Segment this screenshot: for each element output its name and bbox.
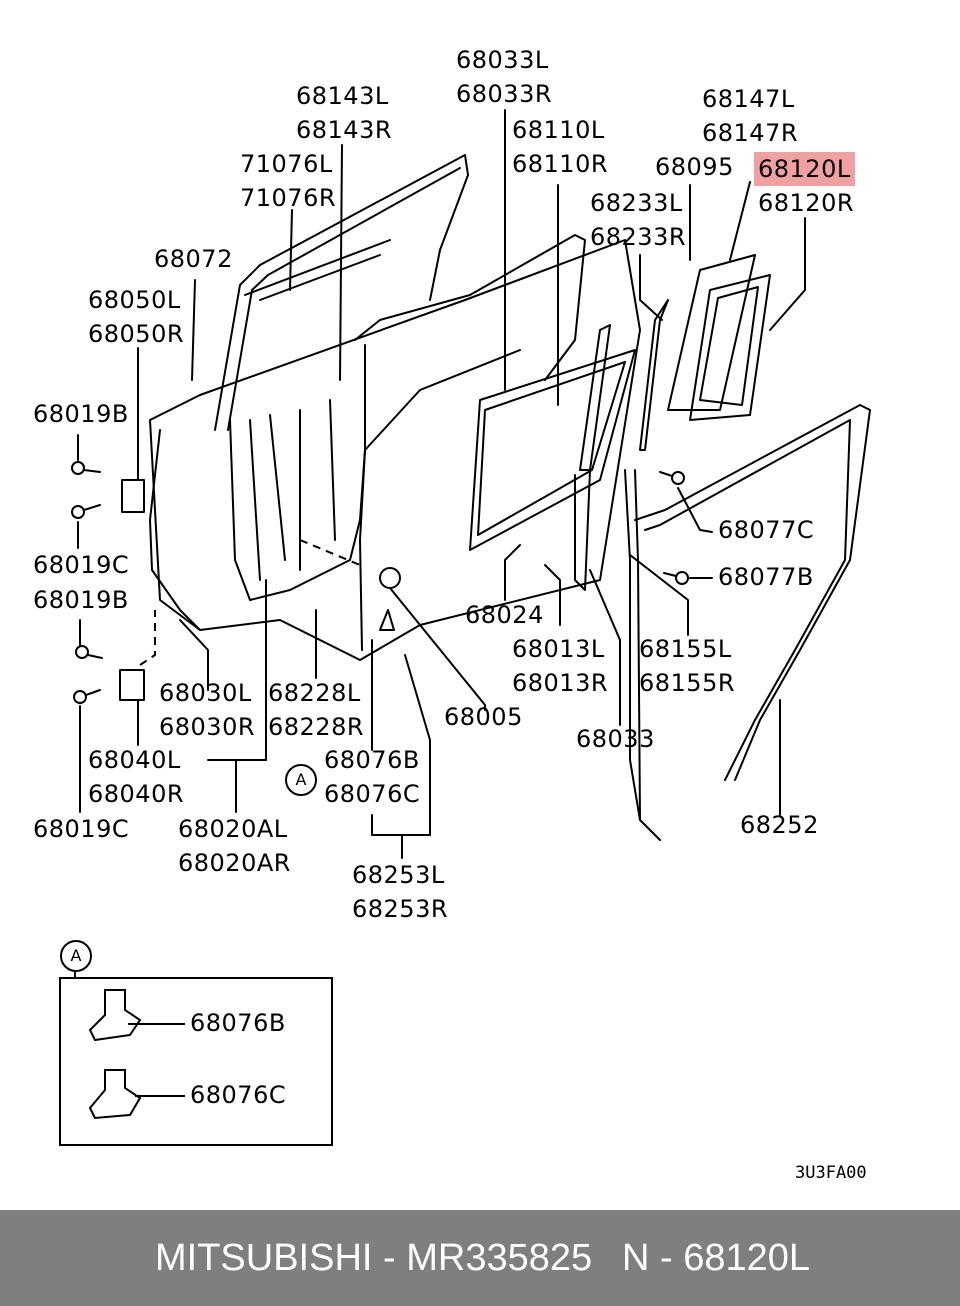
inset-label-68076c: 68076C [190, 1081, 287, 1109]
door-shell [149, 239, 641, 661]
weatherstrip [634, 404, 871, 781]
inset-box [59, 977, 333, 1146]
part-label-68077c: 68077C [718, 516, 815, 544]
part-label-68005: 68005 [444, 703, 523, 731]
part-label-68019b-mid: 68019B [33, 586, 129, 614]
part-label-68019c-mid: 68019C [33, 551, 130, 579]
part-label-68024: 68024 [465, 601, 544, 629]
part-label-68019c-bot: 68019C [33, 815, 130, 843]
footer-diagram-ref: N - 68120L [622, 1237, 811, 1279]
part-footer-bar: MITSUBISHI - MR335825 N - 68120L [0, 1210, 960, 1306]
part-label-68120: 68120L 68120R [754, 152, 855, 220]
reference-marker-a: A [285, 764, 317, 796]
inset-marker-a: A [60, 940, 92, 972]
part-label-68252: 68252 [740, 811, 819, 839]
parts-diagram [59, 109, 871, 1146]
part-label-68095: 68095 [655, 153, 734, 181]
diagram-code: 3U3FA00 [795, 1163, 867, 1183]
quarter-glass [667, 254, 756, 411]
part-label-68077b: 68077B [718, 563, 814, 591]
footer-part-number: MITSUBISHI - MR335825 [155, 1237, 593, 1279]
part-label-68072: 68072 [154, 245, 233, 273]
glass-run [214, 154, 469, 431]
part-label-68033-lower: 68033 [576, 725, 655, 753]
inset-label-68076b: 68076B [190, 1009, 286, 1037]
highlighted-part-68120L: 68120L [754, 152, 855, 186]
door-glass [469, 349, 636, 551]
part-label-68019b-top: 68019B [33, 400, 129, 428]
